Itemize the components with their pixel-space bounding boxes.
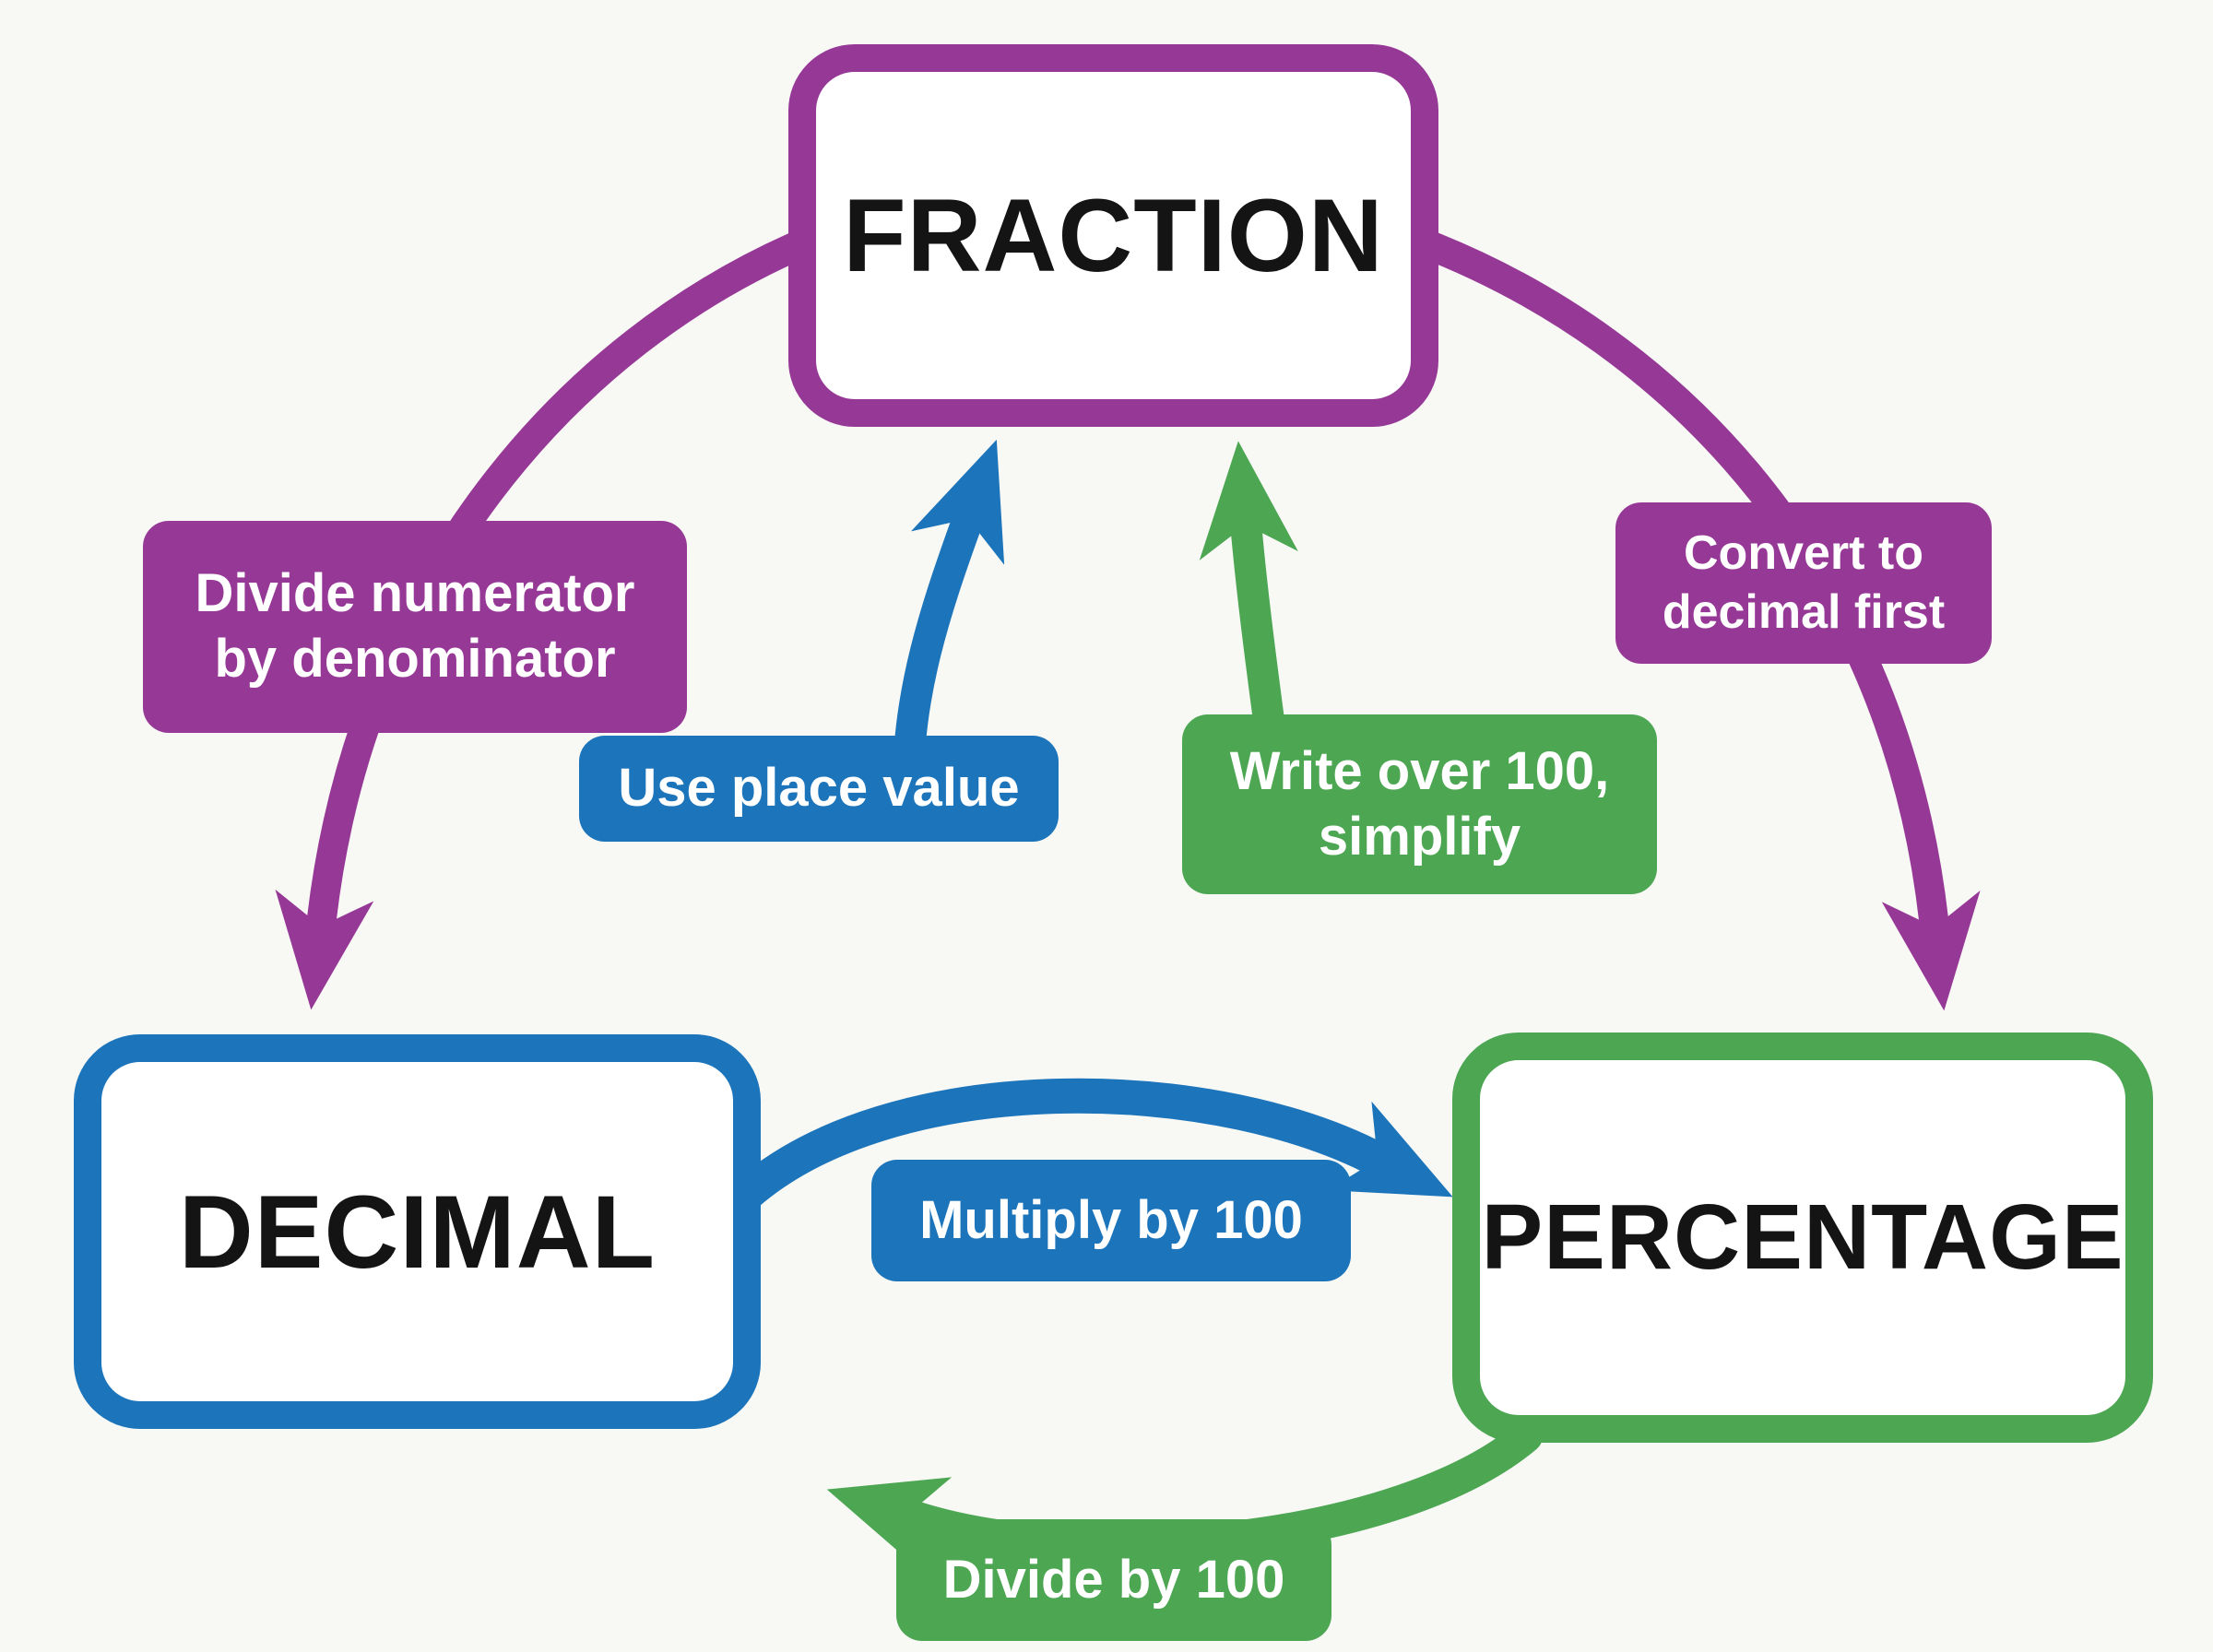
node-percentage-label: PERCENTAGE bbox=[1481, 1186, 2124, 1289]
edge-label-decimal-to-fraction: Use place value bbox=[579, 736, 1059, 842]
node-percentage: PERCENTAGE bbox=[1452, 1032, 2153, 1443]
arrow-fraction-to-percentage bbox=[1405, 227, 1981, 1011]
edge-label-percentage-to-decimal: Divide by 100 bbox=[896, 1519, 1331, 1641]
node-fraction-label: FRACTION bbox=[843, 178, 1384, 293]
edge-label-decimal-to-percentage: Multiply by 100 bbox=[871, 1160, 1351, 1281]
edge-label-fraction-to-percentage: Convert to decimal first bbox=[1615, 502, 1992, 664]
node-decimal: DECIMAL bbox=[74, 1034, 761, 1429]
edge-label-fraction-to-decimal: Divide numerator by denominator bbox=[143, 521, 687, 733]
arrow-fraction-to-decimal bbox=[275, 227, 822, 1010]
arrow-decimal-to-percentage bbox=[729, 1078, 1453, 1211]
edge-label-percentage-to-fraction: Write over 100, simplify bbox=[1182, 714, 1657, 894]
node-fraction: FRACTION bbox=[788, 44, 1438, 427]
node-decimal-label: DECIMAL bbox=[178, 1174, 657, 1290]
